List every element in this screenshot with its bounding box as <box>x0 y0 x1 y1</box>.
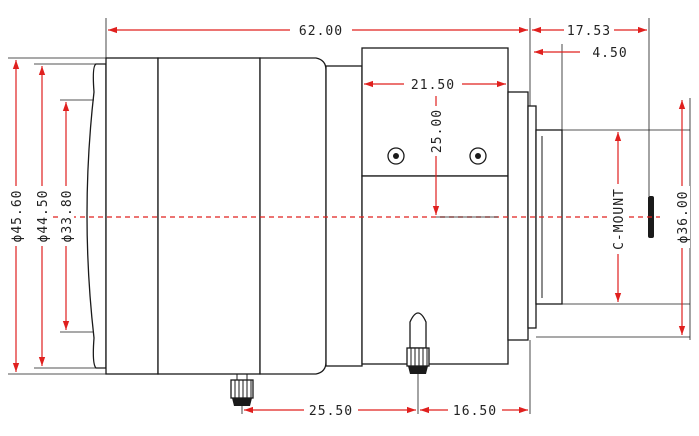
dim-flange-offset: 4.50 <box>592 46 627 61</box>
label-c-mount: C-MOUNT <box>612 188 627 250</box>
dim-mount-offset: 17.53 <box>567 24 611 39</box>
dim-block-height: 25.00 <box>430 109 445 153</box>
dim-dia-front-outer: ϕ45.60 <box>10 190 25 243</box>
dim-block-width: 21.50 <box>411 78 455 93</box>
extension-lines <box>8 18 691 414</box>
dim-knob-spacing: 25.50 <box>309 404 353 419</box>
dim-dia-front-mid: ϕ44.50 <box>36 190 51 243</box>
dim-dia-front-inner: ϕ33.80 <box>60 190 75 243</box>
lock-knob-right <box>406 312 430 374</box>
rear-step <box>507 91 529 341</box>
main-body <box>361 175 509 365</box>
front-ring <box>105 57 159 375</box>
dim-dia-mount: ϕ36.00 <box>676 191 691 244</box>
zoom-ring <box>259 57 327 375</box>
dim-overall-length: 62.00 <box>299 24 343 39</box>
lock-knob-left <box>230 374 254 406</box>
dim-knob-to-flange: 16.50 <box>453 404 497 419</box>
rear-barrel <box>325 65 363 367</box>
screw-left <box>387 147 405 165</box>
front-lens-element <box>86 63 107 369</box>
focus-ring <box>157 57 261 375</box>
lens-body <box>86 47 654 406</box>
screw-right <box>469 147 487 165</box>
